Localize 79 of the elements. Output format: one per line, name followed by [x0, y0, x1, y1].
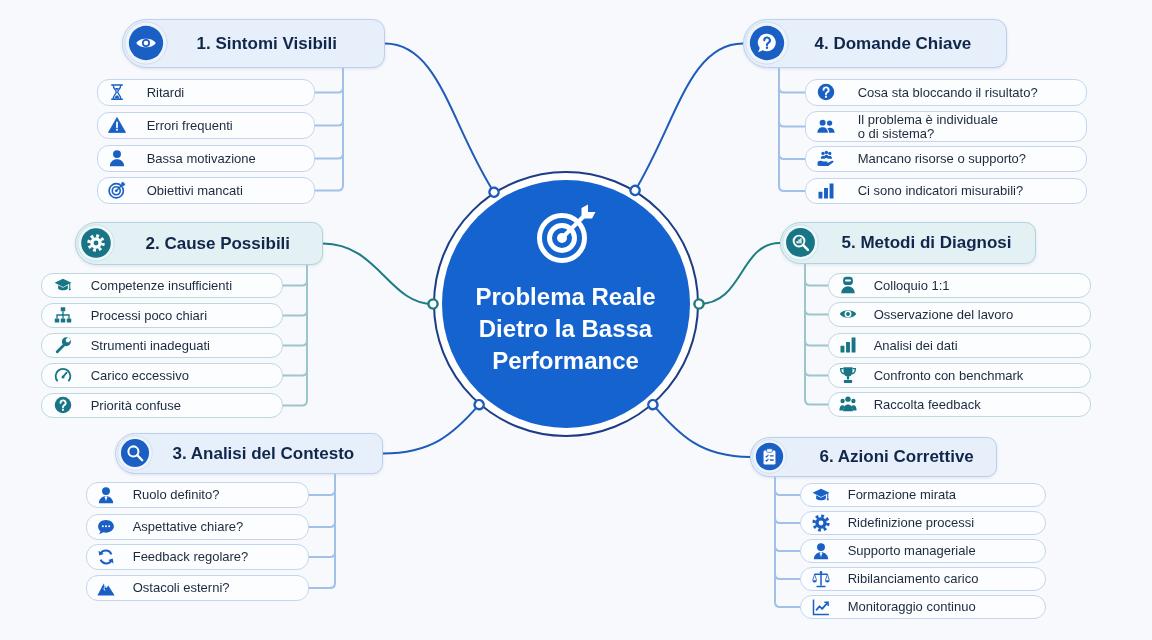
branch-line [804, 263, 829, 406]
section-header [743, 19, 1007, 68]
item-label: Ostacoli esterni? [132, 581, 230, 595]
item-label: Analisi dei dati [873, 338, 958, 353]
section-header [115, 433, 383, 474]
connector [647, 398, 751, 458]
item-card [828, 302, 1091, 327]
section-header [780, 222, 1036, 264]
item-label: Confronto con benchmark [873, 368, 1024, 383]
item-label: Strumenti inadeguati [90, 338, 210, 353]
item-label: Errori frequenti [146, 118, 233, 133]
item-label: Ridefinizione processi [847, 516, 975, 530]
item-card [41, 363, 283, 388]
item-card [86, 482, 309, 508]
item-card [41, 273, 283, 298]
item-label: Competenze insufficienti [90, 278, 233, 293]
item-card [800, 483, 1046, 507]
item-card [97, 79, 315, 106]
connector [382, 398, 485, 455]
section-header [122, 19, 385, 68]
item-card [800, 539, 1046, 563]
section-title: 5. Metodi di Diagnosi [841, 233, 1012, 253]
item-label: Il problema è individuale o di sistema? [857, 112, 999, 141]
item-card [97, 145, 315, 172]
item-card [828, 363, 1091, 388]
item-card [86, 544, 309, 570]
item-card [805, 79, 1087, 106]
item-label: Supporto manageriale [847, 544, 976, 558]
section-title: 2. Cause Possibili [145, 233, 291, 254]
branch-line [314, 67, 344, 192]
item-label: Obiettivi mancati [146, 183, 243, 198]
item-label: Osservazione del lavoro [873, 307, 1014, 322]
item-card [800, 511, 1046, 535]
connector [693, 242, 781, 310]
item-label: Mancano risorse o supporto? [857, 152, 1027, 166]
section-title: 1. Sintomi Visibili [196, 33, 337, 54]
item-card [97, 177, 315, 204]
item-label: Processi poco chiari [90, 308, 207, 323]
item-card [828, 392, 1091, 417]
item-label: Aspettative chiare? [132, 520, 244, 534]
item-label: Ruolo definito? [132, 488, 220, 502]
section-header [750, 437, 997, 477]
connector [322, 242, 439, 310]
section-title: 6. Azioni Correttive [819, 447, 974, 467]
item-label: Bassa motivazione [146, 151, 256, 166]
branch-line [778, 67, 806, 192]
item-card [86, 575, 309, 601]
item-label: Cosa sta bloccando il risultato? [857, 85, 1038, 100]
connector [384, 42, 500, 198]
item-card [800, 595, 1046, 619]
item-label: Formazione mirata [847, 488, 957, 502]
item-card [800, 567, 1046, 591]
item-label: Monitoraggio continuo [847, 600, 976, 614]
item-card [41, 303, 283, 328]
branch-line [308, 473, 336, 589]
branch-line [774, 476, 801, 608]
branch-line [282, 264, 308, 407]
section-title: 4. Domande Chiave [814, 33, 972, 54]
item-label: Ci sono indicatori misurabili? [857, 184, 1024, 198]
item-card [828, 333, 1091, 358]
item-card [828, 273, 1091, 298]
item-card [97, 112, 315, 139]
item-label: Feedback regolare? [132, 550, 249, 564]
item-card [805, 178, 1087, 204]
central-title: Problema Reale Dietro la Bassa Performance [474, 281, 657, 376]
item-label: Raccolta feedback [873, 397, 981, 412]
section-header [75, 222, 323, 265]
item-label: Ritardi [146, 85, 185, 100]
item-card [41, 333, 283, 358]
section-title: 3. Analisi del Contesto [172, 443, 355, 464]
item-label: Ribilanciamento carico [847, 572, 979, 586]
item-label: Colloquio 1:1 [873, 278, 950, 293]
item-card [86, 514, 309, 540]
item-card [805, 146, 1087, 172]
item-card [805, 111, 1087, 142]
connector [629, 42, 744, 197]
item-card [41, 393, 283, 418]
item-label: Carico eccessivo [90, 368, 189, 383]
item-label: Priorità confuse [90, 398, 181, 413]
